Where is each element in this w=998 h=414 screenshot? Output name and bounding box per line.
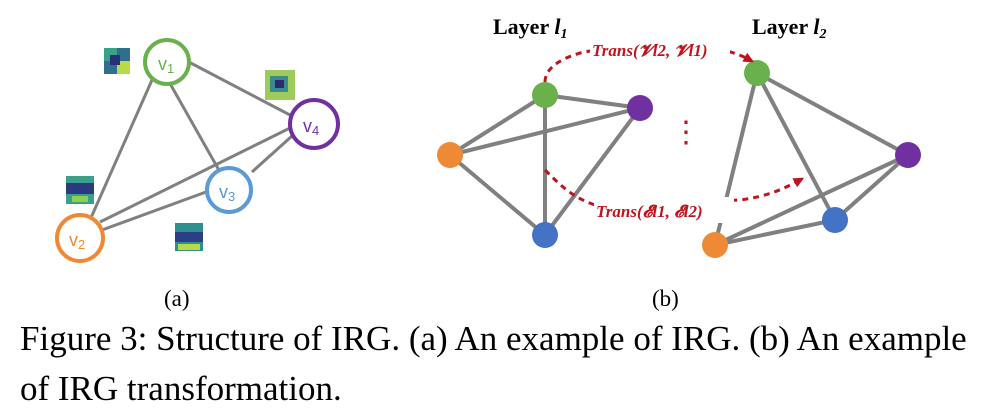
trans-edges-label-bg [594, 197, 734, 223]
panel-a-label: (a) [164, 286, 190, 311]
node-v3-label: v3 [219, 182, 235, 204]
layer-1-node-purple [627, 95, 653, 121]
panel-b-label: (b) [652, 286, 679, 311]
feature-map-v2 [66, 176, 94, 204]
layer-1-edges [448, 93, 642, 237]
panel-a-graph: v1 v2 v3 v4 [55, 38, 340, 263]
edge-v3-v4 [250, 134, 294, 174]
trans-vertices-label-bg [590, 36, 730, 62]
layer-2-node-blue [822, 207, 848, 233]
node-v3 [205, 166, 253, 214]
trans-edges-label: Trans(𝓔l1, 𝓔l2) [596, 202, 703, 221]
feature-map-v4 [265, 70, 295, 100]
edge-v2-v3 [101, 190, 207, 232]
trans-vertices-label: Trans(𝓥l2, 𝓥l1) [592, 41, 708, 60]
layer-1-node-green [532, 82, 558, 108]
layer-1-node-orange [437, 142, 463, 168]
panel-a-edges [88, 58, 294, 232]
feature-map-v1 [104, 48, 130, 74]
node-v2 [55, 213, 105, 263]
node-v2-label: v2 [69, 230, 85, 252]
layer-1-title: Layer l1 [493, 14, 567, 42]
layer-ellipsis: ⋮ [671, 116, 701, 149]
node-v4-label: v4 [303, 116, 319, 138]
layer-2-node-green [744, 60, 770, 86]
layer-1-node-blue [532, 222, 558, 248]
feature-map-v3 [175, 223, 203, 251]
edge-v1-v3 [166, 79, 222, 173]
edge-v1-v2 [88, 79, 154, 221]
trans-edges-arrow [543, 168, 800, 207]
edge-v1-v4 [184, 58, 291, 117]
figure-caption: Figure 3: Structure of IRG. (a) An examp… [20, 319, 967, 408]
node-v4 [288, 98, 340, 150]
layer-2-title: Layer l2 [752, 14, 826, 42]
node-v1 [143, 38, 191, 86]
layer-2-node-orange [702, 232, 728, 258]
layer-2-edges [713, 71, 910, 247]
panel-b-graph: Layer l1 Layer l2 ⋮ [437, 14, 921, 258]
node-v1-label: v1 [158, 54, 174, 76]
layer-2-node-purple [895, 142, 921, 168]
edge-v2-v4-a [99, 126, 291, 224]
